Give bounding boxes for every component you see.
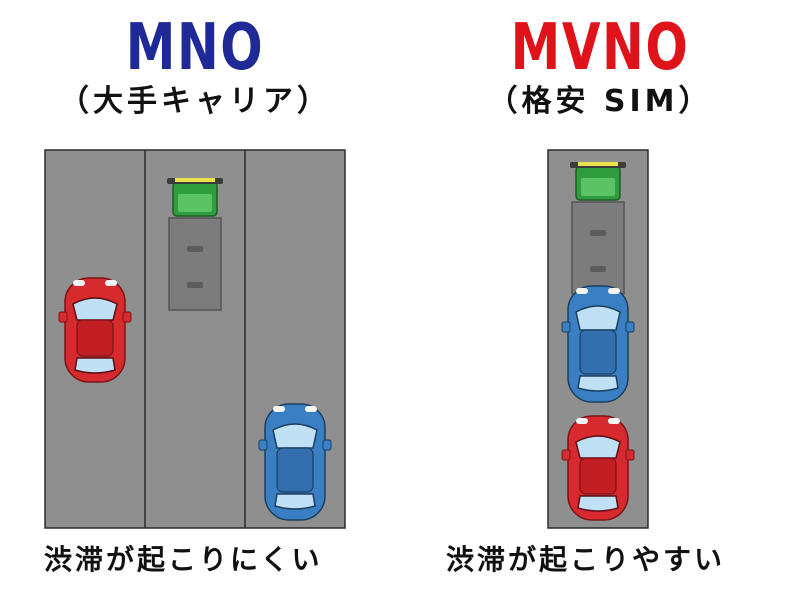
- mvno-red-car: [561, 415, 635, 521]
- mno-truck: [166, 177, 224, 311]
- mvno-title-block: MVNO （格安 SIM）: [450, 12, 750, 120]
- mno-title: MNO: [125, 11, 265, 85]
- mvno-truck: [569, 161, 627, 295]
- mno-red-car: .carbody{fill:#d62a2f;stroke:#7c1317;str…: [58, 277, 132, 383]
- mvno-blue-car: [561, 285, 635, 403]
- mvno-caption: 渋滞が起こりやすい: [446, 543, 726, 576]
- mvno-subtitle: （格安 SIM）: [487, 84, 713, 119]
- mno-blue-car: [258, 403, 332, 521]
- mvno-title: MVNO: [510, 11, 690, 85]
- mno-subtitle: （大手キャリア）: [59, 84, 331, 119]
- mno-caption: 渋滞が起こりにくい: [44, 543, 323, 576]
- mno-title-block: MNO （大手キャリア）: [40, 12, 350, 120]
